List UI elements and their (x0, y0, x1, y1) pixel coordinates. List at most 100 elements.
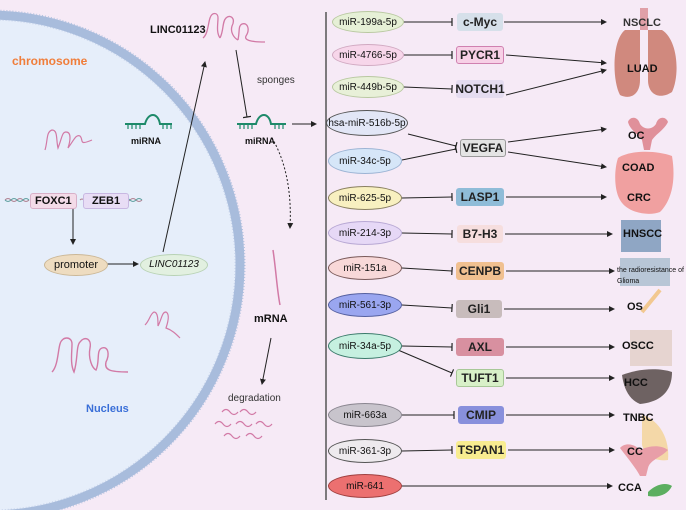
inhibition-connector (401, 144, 458, 161)
mirna-label: miR-199a-5p (339, 16, 397, 28)
nucleus-membrane-inner (0, 19, 236, 510)
arrow-mrna-degradation (260, 337, 272, 385)
lncrna-large-icon (51, 337, 129, 374)
disease-label: CRC (627, 192, 651, 204)
inhibition-connector (403, 84, 453, 94)
mirna-node[interactable]: miR-34c-5p (328, 148, 402, 174)
nucleus-membrane (0, 10, 245, 510)
mirna-node[interactable]: miR-34a-5p (328, 333, 402, 359)
mirna-label: miR-663a (343, 409, 387, 421)
inhibition-connector (401, 342, 453, 352)
mirna-node[interactable]: miR-663a (328, 403, 402, 427)
colon-icon (615, 151, 674, 214)
lung-icon (614, 25, 677, 97)
promoter-node: promoter (44, 254, 108, 276)
mirna-label: miR-34a-5p (338, 340, 392, 352)
mirna-inner-label: miRNA (131, 136, 162, 146)
disease-label: Glioma (617, 278, 640, 285)
gene-node[interactable]: AXL (456, 338, 504, 356)
chromosome-label: chromosome (12, 54, 88, 68)
promotion-arrow (505, 68, 607, 96)
gene-label: TSPAN1 (457, 443, 505, 457)
gene-node[interactable]: c-Myc (457, 13, 503, 31)
mirna-node[interactable]: miR-199a-5p (332, 11, 404, 33)
gallbladder-icon (648, 484, 672, 497)
tf-zeb1-box: ZEB1 (83, 193, 130, 209)
gene-node[interactable]: TUFT1 (456, 369, 504, 387)
mirna-outer-icon (237, 114, 286, 129)
disease-label: NSCLC (623, 17, 661, 29)
gene-node[interactable]: PYCR1 (456, 46, 504, 64)
gene-label: AXL (468, 340, 492, 354)
organ-images (614, 8, 677, 497)
gene-label: PYCR1 (459, 48, 500, 62)
nucleus-membrane-outer (0, 9, 246, 510)
gene-node[interactable]: TSPAN1 (456, 441, 506, 459)
inhibition-connector (397, 349, 455, 377)
liver-icon (622, 369, 672, 404)
bone-icon (640, 288, 662, 314)
inhibition-connector (401, 229, 453, 239)
mirna-label: miR-34c-5p (339, 155, 391, 167)
mirna-label: miR-641 (346, 480, 384, 492)
gene-node[interactable]: CENPB (456, 262, 504, 280)
mirna-node[interactable]: miR-641 (328, 474, 402, 498)
mirna-label: miR-449b-5p (339, 81, 397, 93)
nucleus-label: Nucleus (86, 403, 129, 415)
uterus-icon-oc (628, 117, 668, 150)
head-neck-image (621, 220, 661, 252)
inhibition-connector (407, 133, 458, 151)
mirna-node[interactable]: miR-625-5p (328, 186, 402, 210)
disease-label: TNBC (623, 412, 654, 424)
mirna-label: miR-625-5p (338, 192, 392, 204)
gene-label: VEGFA (462, 141, 504, 155)
lnc-title-label: LINC01123 (150, 24, 206, 36)
gene-label: Gli1 (467, 302, 491, 316)
dashed-arrow-mirna-mrna (271, 137, 294, 229)
pathway-arrows (397, 18, 615, 489)
gene-label: B7-H3 (462, 227, 498, 241)
disease-label: CCA (618, 482, 642, 494)
disease-label: COAD (622, 162, 655, 174)
mirna-label: miR-361-3p (338, 445, 392, 457)
mirna-outer-label: miRNA (245, 136, 276, 146)
gene-node[interactable]: Gli1 (456, 300, 502, 318)
arrow-lnc-export (162, 61, 207, 253)
gene-label: CENPB (458, 264, 501, 278)
lncrna-small-icon-2 (144, 311, 181, 339)
mirna-label: miR-4766-5p (339, 49, 397, 61)
mirna-node[interactable]: miR-4766-5p (332, 44, 404, 66)
gene-node[interactable]: NOTCH1 (455, 80, 505, 98)
mrna-strand-icon (272, 249, 281, 306)
mirna-node[interactable]: miR-561-3p (328, 293, 402, 317)
promotion-arrow (505, 54, 607, 66)
mrna-label: mRNA (254, 313, 288, 325)
disease-label: CC (627, 446, 643, 458)
mirna-node[interactable]: miR-214-3p (328, 221, 402, 245)
mirna-node[interactable]: miR-151a (328, 256, 402, 280)
inhibit-sponges (235, 49, 252, 119)
inhibition-connector (401, 192, 453, 202)
mirna-node[interactable]: miR-361-3p (328, 439, 402, 463)
disease-label: OC (628, 130, 645, 142)
gene-label: CMIP (466, 408, 496, 422)
inhibition-connector (401, 266, 453, 276)
trachea-icon (640, 8, 648, 30)
disease-label: OSCC (622, 340, 654, 352)
gene-node[interactable]: LASP1 (456, 188, 504, 206)
mirna-label: miR-151a (343, 262, 387, 274)
gene-node[interactable]: VEGFA (460, 139, 506, 157)
mirna-node[interactable]: miR-449b-5p (332, 76, 404, 98)
gene-node[interactable]: B7-H3 (457, 225, 503, 243)
lnc-gene-node: LINC01123 (140, 254, 208, 276)
gene-label: TUFT1 (461, 371, 499, 385)
tf-foxc1-box: FOXC1 (30, 193, 77, 209)
mirna-label: miR-561-3p (338, 299, 392, 311)
gene-label: LASP1 (460, 190, 500, 204)
gene-label: c-Myc (462, 15, 497, 29)
mirna-node[interactable]: hsa-miR-516b-5p (326, 110, 408, 136)
gene-node[interactable]: CMIP (458, 406, 504, 424)
uterus-icon-cc (620, 444, 668, 476)
mirna-inner-icon (125, 114, 172, 129)
